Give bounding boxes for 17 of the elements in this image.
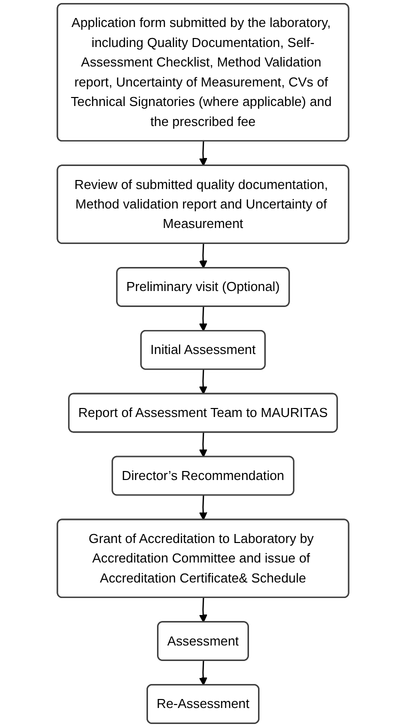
- process-box: Application form submitted by the laboratory, including Quality Documentation, Self-Assessment Checklist, Method Validation report, Uncertainty of Measurement, CVs of Technical Signatories (where applicable) and the prescribed fee: [56, 3, 350, 142]
- arrow: [199, 370, 208, 394]
- process-box: Director’s Recommendation: [112, 456, 294, 496]
- arrow: [199, 598, 208, 623]
- process-box: Preliminary visit (Optional): [116, 267, 290, 307]
- process-box: Initial Assessment: [140, 330, 266, 370]
- arrow: [199, 306, 208, 332]
- process-box: Review of submitted quality documentation, Method validation report and Uncertainty of Measurement: [56, 164, 350, 244]
- process-box: Report of Assessment Team to MAURITAS: [68, 392, 338, 433]
- process-box: Re-Assessment: [146, 684, 260, 724]
- arrow: [199, 141, 208, 166]
- arrow: [199, 244, 208, 269]
- process-box: Assessment: [157, 621, 249, 661]
- arrow: [199, 432, 208, 458]
- arrow: [199, 660, 208, 686]
- process-box: Grant of Accreditation to Laboratory by Accreditation Committee and issue of Accreditation Certificate& Schedule: [56, 518, 350, 598]
- arrow: [199, 495, 208, 520]
